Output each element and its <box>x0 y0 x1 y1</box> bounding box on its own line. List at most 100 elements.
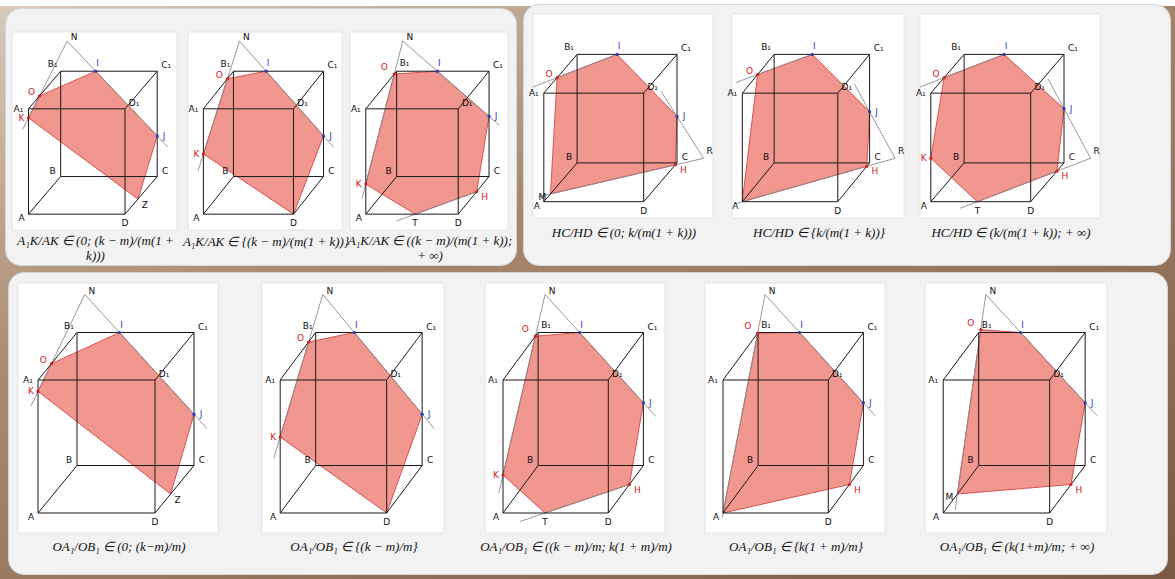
cube-edge <box>29 108 126 109</box>
construction-line <box>538 158 703 197</box>
cube-edge <box>964 162 1064 163</box>
cube-edge <box>538 332 643 333</box>
cube-edge <box>503 380 608 381</box>
vertex-label: N <box>769 286 776 296</box>
vertex-label: A₁ <box>708 375 718 385</box>
vertex-label: A₁ <box>189 104 199 114</box>
cube-edge <box>723 380 724 513</box>
cube-edge <box>758 333 759 466</box>
cube-edge <box>38 513 155 514</box>
section-point <box>756 73 759 76</box>
vertex-label: D₁ <box>129 98 140 108</box>
figure-ground <box>920 14 1100 218</box>
cube-edge <box>608 380 609 513</box>
vertex-label: I <box>813 41 816 51</box>
section-point <box>202 152 205 155</box>
vertex-label: O <box>744 321 751 331</box>
cube-edge <box>365 109 366 214</box>
vertex-label: A <box>356 213 362 223</box>
cube-edge <box>386 380 387 513</box>
ratio-caption: HC/HD ∈ (0; k/(m(1 + k))) <box>527 225 722 240</box>
vertex-label: A₁ <box>928 375 938 385</box>
cube-edge <box>643 93 644 202</box>
cube-edge <box>293 177 323 215</box>
section-point <box>615 53 618 56</box>
cube-edge <box>1085 333 1086 466</box>
cube-edge <box>1030 93 1031 202</box>
cube-edge <box>38 380 39 513</box>
construction-line <box>765 295 875 416</box>
ratio-caption: OA₁/OB₁ ∈ (k(1+m)/m; + ∞) <box>906 539 1128 554</box>
cube-edge <box>280 380 386 381</box>
vertex-label: D₁ <box>159 369 170 379</box>
vertex-label: C₁ <box>681 43 691 53</box>
cube-edge <box>503 513 608 514</box>
vertex-label: J <box>649 398 652 408</box>
cube-edge <box>644 163 677 202</box>
vertex-label: B <box>386 166 392 176</box>
section-point <box>756 331 759 334</box>
vertex-label: B₁ <box>761 320 771 330</box>
vertex-label: A <box>493 512 499 522</box>
vertex-label: D₁ <box>832 369 843 379</box>
section-polygon <box>723 333 863 514</box>
cube-edge <box>397 71 489 72</box>
vertex-label: D₁ <box>1034 82 1045 92</box>
figure-ground <box>705 283 885 533</box>
section-point <box>487 115 490 118</box>
cube-edge <box>930 93 931 202</box>
section-point <box>27 116 30 119</box>
cube-edge <box>293 109 294 214</box>
vertex-label: D <box>640 206 647 216</box>
section-point <box>674 163 677 166</box>
section-point <box>811 53 814 56</box>
figure-ground <box>350 32 508 230</box>
vertex-label: C <box>427 455 433 465</box>
section-point <box>1069 483 1072 486</box>
vertex-label: H <box>634 485 641 495</box>
construction-line <box>955 295 986 510</box>
section-point <box>862 401 865 404</box>
vertex-label: D <box>605 517 612 527</box>
cube-edge <box>422 333 423 466</box>
ratio-caption: OA₁/OB₁ ∈ {k(1 + m)/m} <box>685 539 907 554</box>
vertex-label: C₁ <box>161 60 171 70</box>
cube-edge <box>194 333 195 466</box>
vertex-label: J <box>163 131 166 141</box>
construction-line <box>1048 79 1091 158</box>
cube-edge <box>387 466 422 514</box>
vertex-label: A₁ <box>265 375 275 385</box>
vertex-label: K <box>270 432 276 442</box>
vertex-label: O <box>216 70 223 80</box>
section-point <box>798 331 801 334</box>
vertex-label: D₁ <box>647 82 658 92</box>
vertex-label: A <box>18 213 24 223</box>
vertex-label: C₁ <box>198 322 208 332</box>
cube-edge <box>828 333 863 381</box>
section-point <box>556 76 559 79</box>
cube-edge <box>869 54 870 163</box>
cube-edge <box>931 201 1031 202</box>
vertex-label: O <box>40 355 47 365</box>
vertex-label: O <box>28 87 35 97</box>
cube-edge <box>677 54 678 163</box>
cube-edge <box>233 71 323 72</box>
cube-edge <box>774 162 869 163</box>
cube-edge <box>774 54 775 163</box>
cube-edge <box>28 109 29 214</box>
cube-edge <box>233 176 323 177</box>
vertex-label: C <box>1090 455 1096 465</box>
section-point <box>353 331 356 334</box>
section-point <box>1055 170 1058 173</box>
vertex-label: D₁ <box>612 369 623 379</box>
ratio-caption: A₁K/AK ∈ ((k − m)/(m(1 + k)); + ∞) <box>346 233 514 263</box>
ratio-caption: HC/HD ∈ {k/(m(1 + k))} <box>722 225 917 240</box>
vertex-label: H <box>871 166 878 176</box>
vertex-label: C <box>162 166 168 176</box>
section-point <box>322 134 325 137</box>
cube-edge <box>1031 54 1064 93</box>
cube-edge <box>931 93 1031 94</box>
vertex-label: D <box>152 517 159 527</box>
cube-edge <box>233 71 234 176</box>
vertex-label: B <box>527 455 533 465</box>
